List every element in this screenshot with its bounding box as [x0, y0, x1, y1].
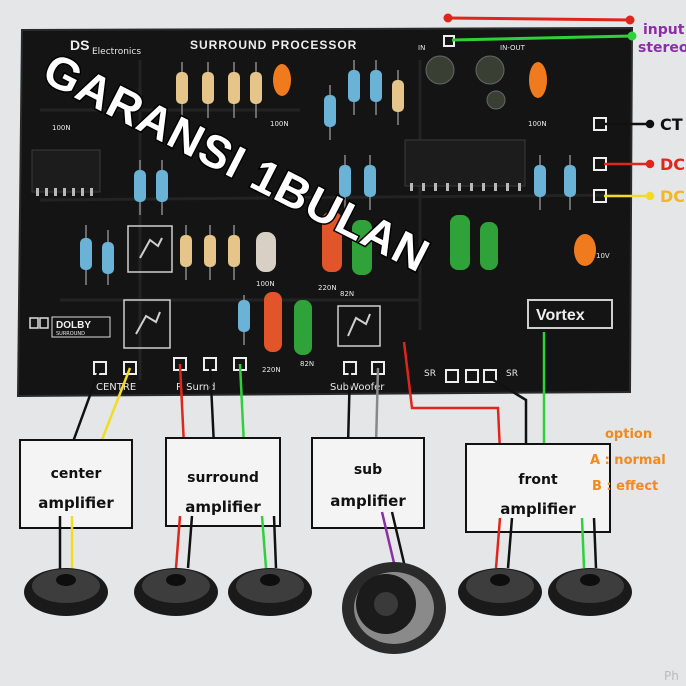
surround-amplifier-box: surround amplifier: [165, 437, 281, 527]
pcb-board: [16, 26, 634, 398]
wire-center-black: [68, 367, 102, 451]
svg-text:amplifier: amplifier: [185, 498, 261, 516]
svg-text:front: front: [518, 472, 558, 488]
capacitor-array: [256, 55, 596, 355]
svg-text:amplifier: amplifier: [500, 500, 576, 518]
svg-text:100N: 100N: [528, 120, 547, 128]
svg-text:82N: 82N: [340, 290, 354, 298]
svg-text:amplifier: amplifier: [38, 494, 114, 512]
svg-text:Electronics: Electronics: [92, 47, 141, 57]
svg-text:center: center: [51, 466, 102, 482]
pcb-brand: DS Electronics: [70, 37, 141, 57]
svg-text:SR: SR: [424, 369, 436, 379]
wire-dc-red: [604, 159, 655, 169]
wire-dc-yellow: [604, 191, 655, 201]
svg-text:100N: 100N: [270, 120, 289, 128]
ic-chip-right: [404, 139, 526, 191]
corner-mark: Ph: [664, 669, 679, 683]
svg-text:SURROUND: SURROUND: [56, 331, 85, 337]
front-amplifier-box: front amplifier: [465, 443, 611, 533]
wire-input-red: [443, 13, 635, 25]
vortex-logo: Vortex: [527, 299, 613, 329]
option-legend: option A : normal B : effect: [590, 427, 666, 494]
svg-text:SR: SR: [506, 369, 518, 379]
wire-center-yellow: [96, 367, 132, 451]
ic-chip-left: [31, 149, 101, 196]
svg-text:DS: DS: [70, 37, 89, 53]
ct-label: CT: [660, 115, 683, 134]
speaker-icon: [24, 568, 108, 616]
svg-text:input: input: [643, 22, 685, 38]
svg-text:100N: 100N: [256, 280, 275, 288]
svg-text:220N: 220N: [318, 284, 337, 292]
svg-text:220N: 220N: [262, 366, 281, 374]
svg-text:SubWoofer: SubWoofer: [330, 382, 385, 393]
svg-text:Vortex: Vortex: [536, 307, 585, 324]
svg-text:10V: 10V: [596, 252, 610, 260]
wire-input-green: [451, 31, 637, 42]
svg-text:A : normal: A : normal: [590, 453, 666, 468]
dolby-logo: DOLBY SURROUND: [29, 316, 111, 338]
wire-ct-black: [604, 119, 655, 129]
subwoofer-icon: [342, 562, 446, 654]
svg-text:82N: 82N: [300, 360, 314, 368]
svg-text:IN-OUT: IN-OUT: [500, 44, 526, 52]
hand-logo-icon: [123, 225, 381, 349]
wire-surround: [178, 363, 246, 447]
svg-text:amplifier: amplifier: [330, 492, 406, 510]
dc-label-red: DC: [660, 155, 685, 174]
wire-front: [402, 332, 546, 453]
svg-text:R Surnd: R Surnd: [176, 382, 215, 393]
resistor-array: [80, 60, 576, 345]
speaker-icon: [458, 568, 542, 616]
part-value-labels: 100N 100N 100N 220N 82N 220N 82N 100N 10…: [52, 120, 610, 374]
svg-text:DOLBY: DOLBY: [56, 320, 91, 331]
speaker-icon: [228, 568, 312, 616]
pcb-title: SURROUND PROCESSOR: [190, 38, 357, 52]
wire-sub: [346, 367, 380, 447]
svg-text:IN: IN: [418, 44, 425, 52]
speaker-icon: [134, 568, 218, 616]
svg-text:surround: surround: [187, 470, 259, 486]
svg-text:B : effect: B : effect: [592, 479, 658, 494]
dc-label-yellow: DC: [660, 187, 685, 206]
center-amplifier-box: center amplifier: [19, 439, 133, 529]
svg-text:CENTRE: CENTRE: [96, 382, 136, 393]
speaker-icon: [548, 568, 632, 616]
svg-text:sub: sub: [354, 462, 382, 478]
svg-text:100N: 100N: [52, 124, 71, 132]
svg-text:stereo: stereo: [638, 40, 686, 56]
svg-text:option: option: [605, 427, 652, 442]
output-pad-labels: CENTRE R Surnd SubWoofer SR SR: [96, 369, 518, 393]
input-stereo-label: input stereo: [638, 22, 686, 56]
sub-amplifier-box: sub amplifier: [311, 437, 425, 529]
